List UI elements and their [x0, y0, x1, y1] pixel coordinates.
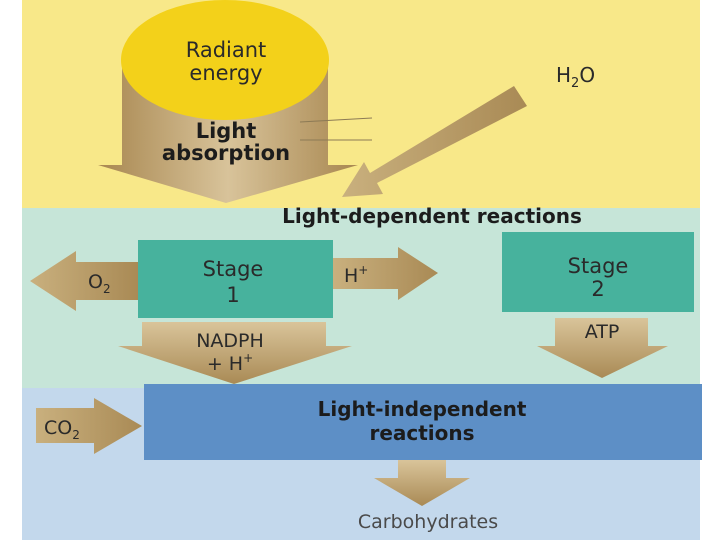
- stage-1-label-line1: Stage: [203, 257, 264, 281]
- carbohydrates-arrow: [374, 460, 470, 506]
- stage-1-label-line2: 1: [226, 283, 239, 307]
- atp-label: ATP: [585, 321, 620, 343]
- oxygen-label: O2: [88, 271, 111, 296]
- light-absorption-label-line2: absorption: [162, 141, 290, 165]
- stage-2-label-line2: 2: [591, 277, 604, 301]
- proton-label: H+: [344, 263, 368, 287]
- atp-arrow: [537, 318, 668, 378]
- nadph-label-line2: + H+: [207, 351, 253, 375]
- stage-2-box: [502, 232, 694, 312]
- nadph-arrow: [118, 322, 352, 384]
- co2-arrow: [36, 398, 142, 454]
- radiant-energy-label-line1: Radiant: [186, 38, 267, 62]
- light-absorption-arrow: [98, 0, 373, 203]
- carbohydrates-label: Carbohydrates: [358, 511, 498, 533]
- light-dependent-title: Light-dependent reactions: [282, 204, 582, 228]
- light-absorption-label-line1: Light: [196, 119, 257, 143]
- stage-1-box: [138, 240, 333, 318]
- radiant-energy-circle: [121, 0, 329, 120]
- radiant-energy-label-line2: energy: [189, 61, 262, 85]
- co2-label: CO2: [44, 417, 80, 442]
- stage-2-label-line1: Stage: [568, 254, 629, 278]
- light-independent-label-line1: Light-independent: [318, 397, 527, 421]
- light-independent-box: [144, 384, 702, 460]
- oxygen-arrow: [30, 251, 138, 311]
- nadph-label-line1: NADPH: [196, 330, 264, 352]
- water-label: H2O: [556, 63, 595, 91]
- proton-arrow: [333, 247, 438, 300]
- light-independent-label-line2: reactions: [369, 421, 474, 445]
- water-arrow: [342, 86, 527, 197]
